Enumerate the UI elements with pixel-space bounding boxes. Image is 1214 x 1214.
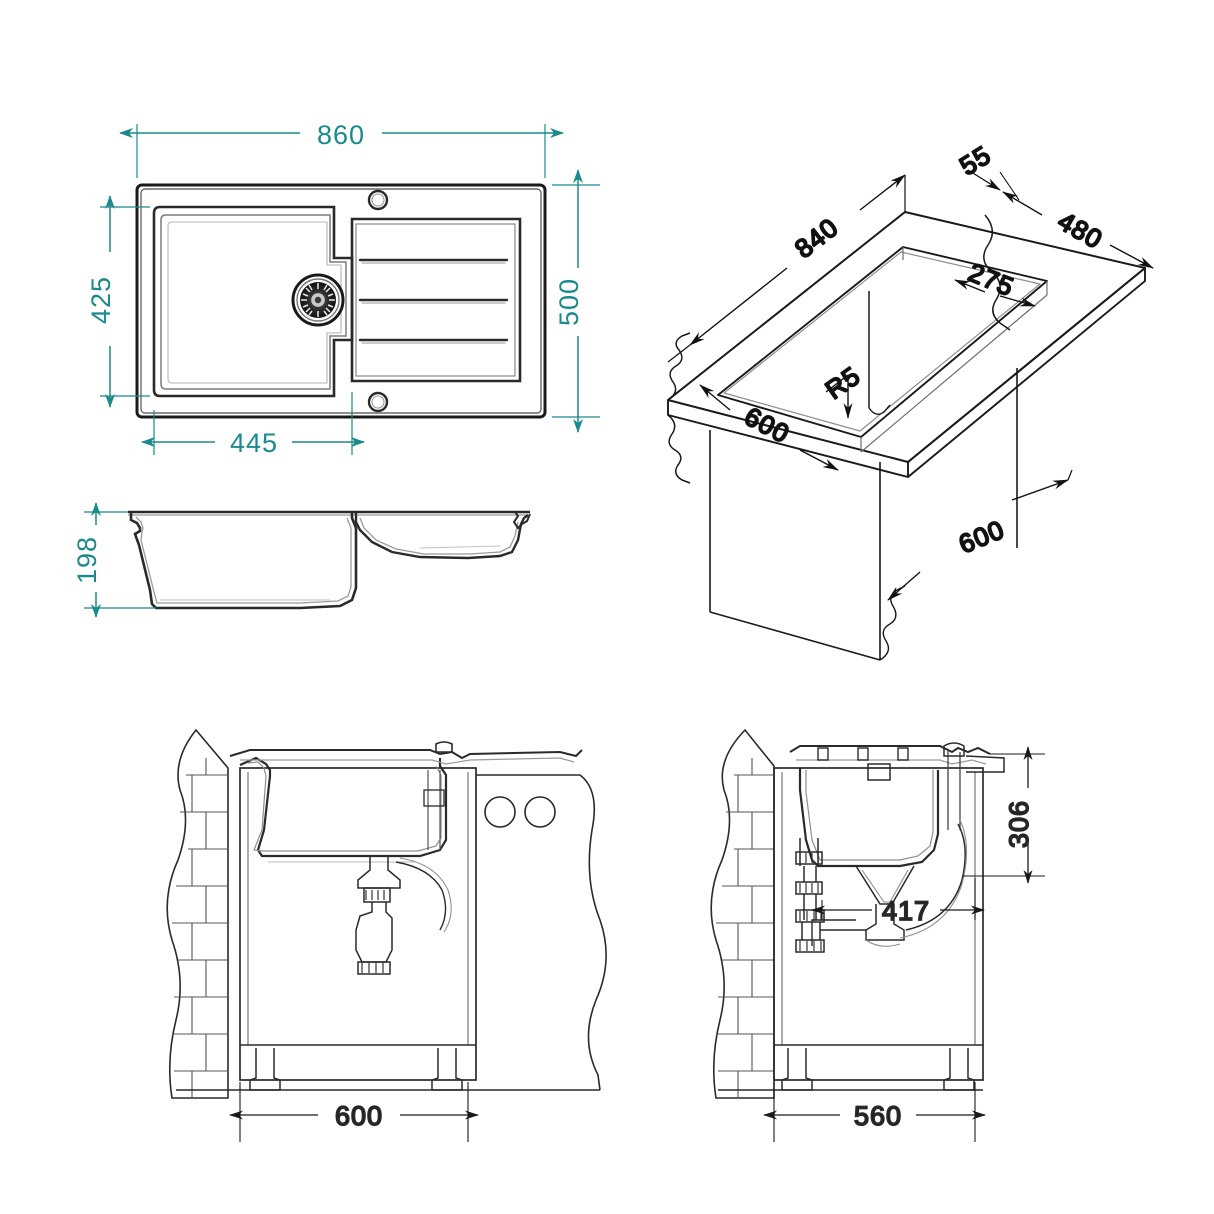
plan-bowl bbox=[152, 205, 354, 398]
pipe-hole-2 bbox=[524, 796, 556, 828]
dim-label-306: 306 bbox=[1004, 800, 1034, 848]
side-profile-view: 198 bbox=[72, 502, 531, 618]
plan-drain-strainer bbox=[291, 273, 345, 327]
dim-label-198: 198 bbox=[72, 536, 102, 584]
iso-break-right bbox=[983, 214, 1011, 331]
brick-wall-hatch bbox=[172, 758, 228, 1098]
dim-860: 860 bbox=[119, 120, 564, 178]
profile-bowl bbox=[129, 512, 358, 610]
dim-label-417: 417 bbox=[882, 896, 930, 926]
section-waste-trap bbox=[355, 770, 452, 975]
dim-500: 500 bbox=[552, 169, 600, 433]
plan-sink-outline bbox=[135, 183, 547, 419]
dim-198: 198 bbox=[72, 502, 156, 618]
section2-sink-bowl bbox=[789, 742, 1005, 868]
plan-tap-hole-bottom bbox=[367, 391, 389, 413]
dim-306: 306 bbox=[962, 746, 1045, 884]
dim-label-860: 860 bbox=[317, 120, 365, 150]
dim-425: 425 bbox=[86, 195, 150, 408]
brick-wall-hatch-2 bbox=[716, 758, 774, 1098]
plan-view: 860 500 425 445 bbox=[86, 120, 600, 458]
section2-waste bbox=[811, 819, 968, 947]
iso-worktop-front-edge bbox=[667, 400, 909, 478]
section-break-right bbox=[476, 774, 607, 1091]
dim-560: 560 bbox=[763, 1082, 986, 1142]
dim-417: 417 bbox=[811, 878, 985, 927]
side-section-view: 306 417 560 bbox=[710, 728, 1045, 1142]
plan-tap-hole-top bbox=[367, 189, 389, 211]
plan-drainer bbox=[350, 217, 522, 383]
iso-worktop-right-edge bbox=[907, 267, 1146, 478]
dim-445: 445 bbox=[141, 392, 365, 458]
plan-drainer-grooves bbox=[358, 258, 509, 342]
front-section-view: 600 bbox=[166, 728, 607, 1142]
dim-600-section: 600 bbox=[229, 1082, 479, 1142]
pipe-hole-1 bbox=[484, 796, 516, 828]
section2-wall-left bbox=[710, 728, 775, 1099]
dim-label-425: 425 bbox=[86, 276, 116, 324]
profile-drainer bbox=[354, 511, 531, 560]
dim-label-445: 445 bbox=[230, 428, 278, 458]
dim-label-600-section: 600 bbox=[335, 1101, 383, 1131]
section2-centre-fitting bbox=[867, 763, 891, 781]
dim-label-500: 500 bbox=[554, 278, 584, 326]
section2-valves bbox=[795, 838, 825, 953]
dim-label-560: 560 bbox=[854, 1101, 902, 1131]
iso-cabinet-left bbox=[709, 430, 881, 661]
plan-sink-outline-inner bbox=[140, 188, 542, 414]
section-sink-bowl bbox=[229, 741, 583, 863]
iso-break-left bbox=[667, 332, 691, 401]
tap-base bbox=[435, 741, 453, 753]
section-cabinet bbox=[176, 767, 600, 1091]
section-wall-left bbox=[166, 728, 229, 1099]
